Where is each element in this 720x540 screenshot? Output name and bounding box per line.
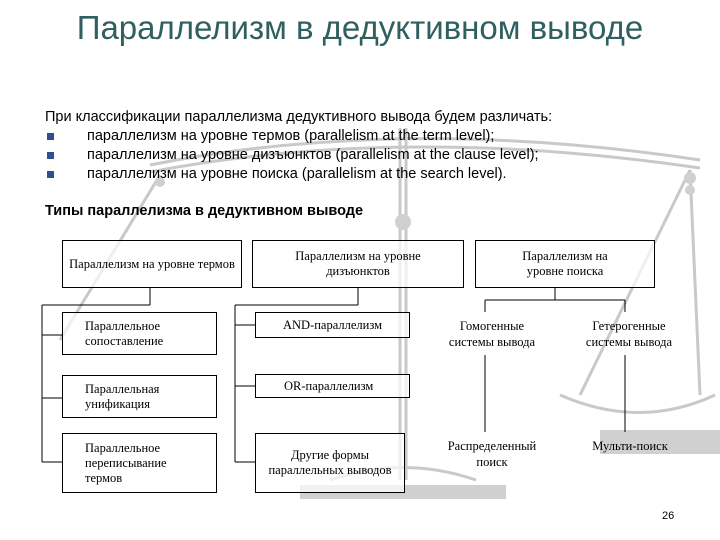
section-title: Типы параллелизма в дедуктивном выводе xyxy=(45,203,364,219)
search-child-distributed: Распределенный поиск xyxy=(447,439,537,469)
clauses-child-label: OR-параллелизм xyxy=(284,378,374,393)
bullet-square-icon xyxy=(47,171,54,178)
bullet-square-icon xyxy=(47,152,54,159)
header-search-box: Параллелизм на уровне поиска xyxy=(475,240,655,288)
terms-child-rewriting: Параллельное переписывание термов xyxy=(62,433,217,493)
terms-child-matching: Параллельное сопоставление xyxy=(62,312,217,355)
bullet-square-icon xyxy=(47,133,54,140)
clauses-child-label: Другие формы параллельных выводов xyxy=(268,448,392,477)
search-child-homogeneous: Гомогенные системы вывода xyxy=(448,319,536,349)
bullet-text: параллелизм на уровне термов (parallelis… xyxy=(87,128,495,144)
scale-beam-lower xyxy=(149,145,701,174)
clauses-child-and: AND-параллелизм xyxy=(255,312,410,338)
clauses-child-label: AND-параллелизм xyxy=(282,317,382,332)
intro-text: При классификации параллелизма дедуктивн… xyxy=(45,109,553,125)
slide-title: Параллелизм в дедуктивном выводе xyxy=(76,9,644,46)
terms-child-label: Параллельная унификация xyxy=(85,381,160,411)
terms-child-unification: Параллельная унификация xyxy=(62,375,217,418)
search-child-multi: Мульти-поиск xyxy=(592,439,668,453)
page-number: 26 xyxy=(662,510,675,522)
bullet-item: параллелизм на уровне термов (parallelis… xyxy=(45,127,552,146)
bullet-item: параллелизм на уровне дизъюнктов (parall… xyxy=(45,146,552,165)
header-clauses-label: Параллелизм на уровне дизъюнктов xyxy=(295,249,421,278)
header-terms-label: Параллелизм на уровне термов xyxy=(69,256,235,271)
bullet-item: параллелизм на уровне поиска (parallelis… xyxy=(45,165,552,184)
intro-block: При классификации параллелизма дедуктивн… xyxy=(45,108,552,184)
bullet-text: параллелизм на уровне дизъюнктов (parall… xyxy=(87,147,539,163)
scale-knob xyxy=(395,214,411,230)
scale-beam xyxy=(149,137,701,167)
search-child-heterogeneous: Гетерогенные системы вывода xyxy=(585,319,673,349)
header-clauses-box: Параллелизм на уровне дизъюнктов xyxy=(252,240,464,288)
header-search-label: Параллелизм на уровне поиска xyxy=(522,249,608,278)
clauses-child-other: Другие формы параллельных выводов xyxy=(255,433,405,493)
clauses-child-or: OR-параллелизм xyxy=(255,374,410,398)
header-terms-box: Параллелизм на уровне термов xyxy=(62,240,242,288)
terms-child-label: Параллельное переписывание термов xyxy=(85,440,167,485)
terms-child-label: Параллельное сопоставление xyxy=(85,318,164,348)
scale-pan-right xyxy=(559,393,716,414)
bullet-text: параллелизм на уровне поиска (parallelis… xyxy=(87,166,507,182)
